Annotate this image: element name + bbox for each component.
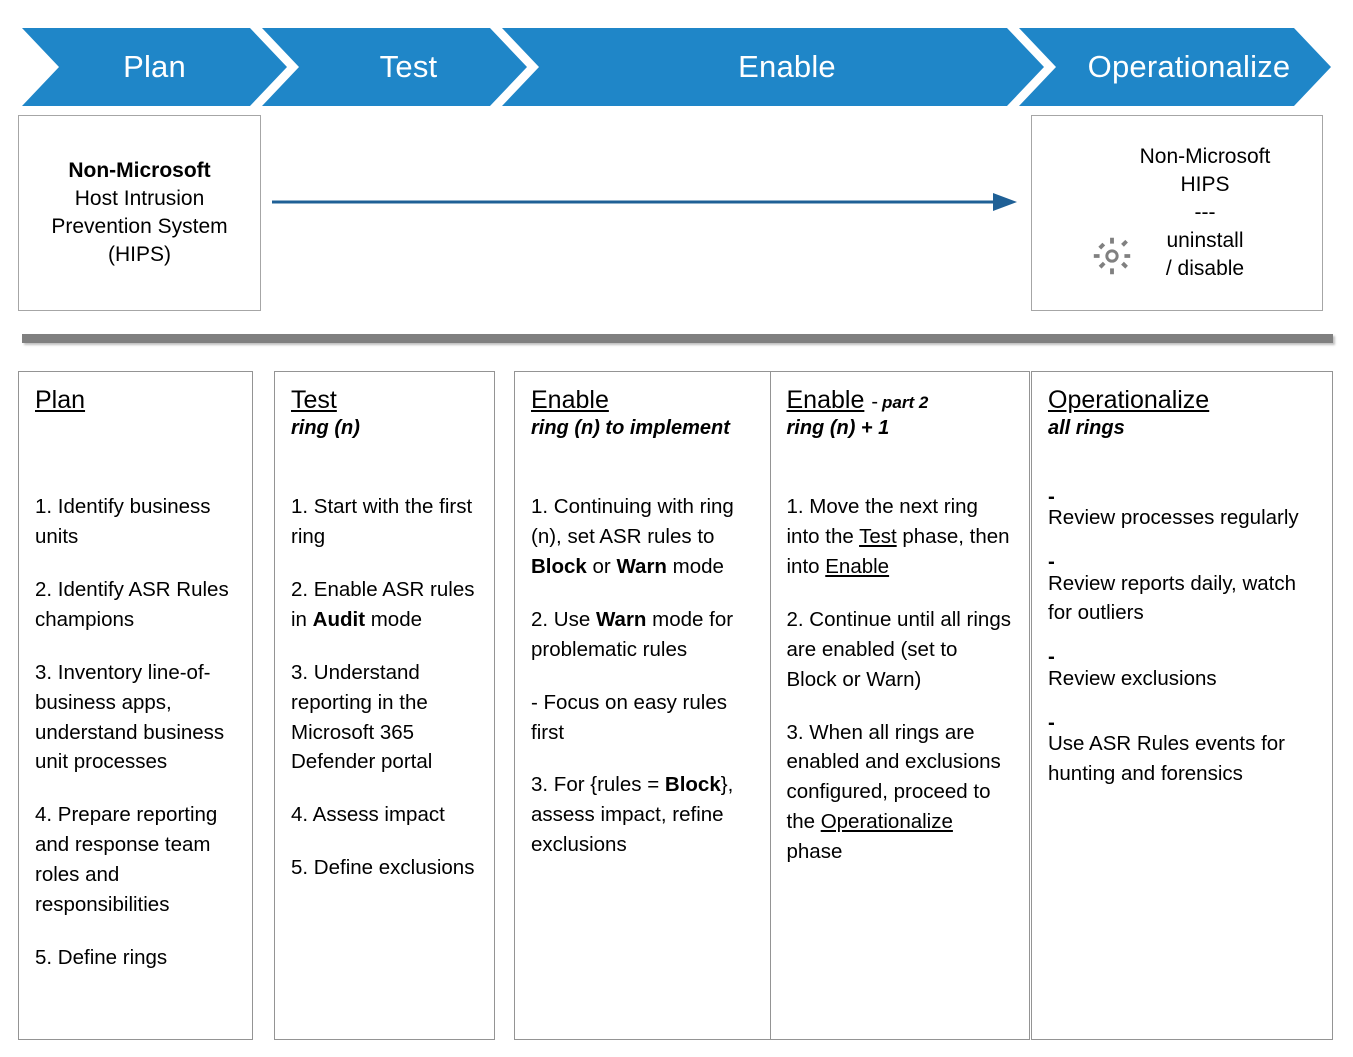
hips-after-line1: HIPS xyxy=(1180,173,1230,197)
transition-arrow xyxy=(272,190,1017,214)
list-item: 4. Prepare reporting and response team r… xyxy=(35,803,218,917)
card-test-title: Test xyxy=(291,386,337,414)
card-operationalize: Operationalize all rings -Review process… xyxy=(1031,371,1333,1040)
list-item: 5. Define rings xyxy=(35,946,168,970)
list-item: 2. Identify ASR Rules champions xyxy=(35,577,229,631)
chevron-test-label: Test xyxy=(379,49,438,84)
chevron-operationalize-shape[interactable] xyxy=(1019,28,1331,106)
card-enable-part2-suffix: part 2 xyxy=(882,393,929,412)
card-operationalize-title-row: Operationalize xyxy=(1048,386,1316,414)
chevron-test-shape[interactable] xyxy=(262,28,527,106)
card-enable-title-row: Enable xyxy=(531,386,754,414)
list-item: -Review processes regularly xyxy=(1048,485,1316,533)
card-enable-part2-title: Enable xyxy=(786,386,865,414)
list-item: 3. When all rings are enabled and exclus… xyxy=(786,720,1001,864)
list-item: 3. For {rules = Block}, assess impact, r… xyxy=(531,773,734,857)
card-test-title-row: Test xyxy=(291,386,478,414)
card-enable-part2: Enable-part 2 ring (n) + 1 1. Move the n… xyxy=(771,372,1030,1039)
card-enable: Enable ring (n) to implement 1. Continui… xyxy=(515,372,771,1039)
card-test-body: 1. Start with the first ring 2. Enable AS… xyxy=(291,492,478,883)
chevron-plan[interactable]: Plan xyxy=(22,28,287,106)
hips-after-separator: --- xyxy=(1194,201,1216,225)
list-item: 2. Enable ASR rules in Audit mode xyxy=(291,577,475,631)
list-item: 3. Understand reporting in the Microsoft… xyxy=(291,660,433,774)
chevron-enable-shape[interactable] xyxy=(502,28,1044,106)
list-item: -Review exclusions xyxy=(1048,645,1316,693)
card-plan-title: Plan xyxy=(35,386,86,414)
card-enable-part2-body: 1. Move the next ring into the Test phas… xyxy=(787,492,1014,867)
list-item: 2. Use Warn mode for problematic rules xyxy=(531,607,734,661)
hips-before-line3: (HIPS) xyxy=(108,242,171,266)
gear-icon-glyph xyxy=(1093,237,1130,274)
chevron-plan-shape[interactable] xyxy=(22,28,287,106)
list-item: -Review reports daily, watch for outlier… xyxy=(1048,550,1316,628)
list-bullet: - xyxy=(1048,645,1055,669)
list-item: 1. Start with the first ring xyxy=(291,495,473,548)
hips-after-line3: / disable xyxy=(1165,256,1245,280)
card-operationalize-subtitle: all rings xyxy=(1048,417,1125,439)
list-item: -Use ASR Rules events for hunting and fo… xyxy=(1048,710,1316,789)
card-enable-title: Enable xyxy=(531,386,609,414)
chevron-plan-label: Plan xyxy=(123,49,186,84)
card-operationalize-title: Operationalize xyxy=(1048,386,1210,414)
chevron-enable-label: Enable xyxy=(738,49,836,84)
enable-split: Enable ring (n) to implement 1. Continui… xyxy=(515,372,1029,1039)
chevron-enable[interactable]: Enable xyxy=(530,28,1044,106)
gear-icon xyxy=(1084,235,1140,283)
card-test: Test ring (n) 1. Start with the first ri… xyxy=(274,371,495,1040)
list-bullet: - xyxy=(1048,550,1055,574)
hips-before-title: Non-Microsoft xyxy=(68,159,211,183)
chevron-operationalize-label: Operationalize xyxy=(1087,49,1291,84)
chevron-shapes xyxy=(22,28,1331,106)
phase-detail-cards: Plan 1. Identify business units 2. Identi… xyxy=(0,371,1353,1043)
chevron-operationalize[interactable]: Operationalize xyxy=(1047,28,1331,106)
list-item: 5. Define exclusions xyxy=(291,856,475,880)
hips-after-text: Non-Microsoft HIPS --- uninstall / disab… xyxy=(1140,143,1271,283)
phase-chevron-banner: Plan Test Enable Operationalize xyxy=(0,28,1353,106)
list-item: - Focus on easy rules first xyxy=(531,690,727,744)
list-item: 1. Identify business units xyxy=(35,495,211,548)
hips-before-line1: Host Intrusion xyxy=(74,187,205,211)
hips-before-text: Non-Microsoft Host Intrusion Prevention … xyxy=(51,157,227,269)
hips-after-box: Non-Microsoft HIPS --- uninstall / disab… xyxy=(1031,115,1323,311)
card-test-subtitle: ring (n) xyxy=(291,417,360,439)
card-plan: Plan 1. Identify business units 2. Identi… xyxy=(18,371,253,1040)
list-item: 2. Continue until all rings are enabled … xyxy=(786,607,1012,691)
card-plan-subtitle xyxy=(35,416,236,440)
card-enable-part2-dash: - xyxy=(871,391,879,413)
hips-after-title: Non-Microsoft xyxy=(1139,145,1271,169)
card-enable-group: Enable ring (n) to implement 1. Continui… xyxy=(514,371,1030,1040)
section-divider xyxy=(22,334,1333,343)
card-plan-title-row: Plan xyxy=(35,386,236,414)
list-item: 3. Inventory line-of-business apps, unde… xyxy=(35,660,225,774)
card-plan-body: 1. Identify business units 2. Identify AS… xyxy=(35,492,236,973)
hips-after-content: Non-Microsoft HIPS --- uninstall / disab… xyxy=(1032,143,1322,283)
list-bullet: - xyxy=(1048,485,1055,508)
card-operationalize-body: -Review processes regularly -Review repor… xyxy=(1048,485,1316,789)
list-item: 1. Continuing with ring (n), set ASR rul… xyxy=(531,495,734,578)
card-enable-part2-title-row: Enable-part 2 xyxy=(787,386,1014,414)
hips-before-line2: Prevention System xyxy=(51,215,228,238)
card-enable-subtitle: ring (n) to implement xyxy=(531,417,730,439)
list-item: 1. Move the next ring into the Test phas… xyxy=(786,495,1010,578)
list-bullet: - xyxy=(1048,710,1055,734)
card-enable-part2-subtitle: ring (n) + 1 xyxy=(786,417,890,439)
hips-before-box: Non-Microsoft Host Intrusion Prevention … xyxy=(18,115,261,311)
list-item: 4. Assess impact xyxy=(291,803,445,827)
hips-after-line2: uninstall xyxy=(1166,228,1244,252)
right-arrow-icon xyxy=(272,193,1017,211)
chevron-test[interactable]: Test xyxy=(290,28,527,106)
card-enable-body: 1. Continuing with ring (n), set ASR rul… xyxy=(531,492,754,860)
